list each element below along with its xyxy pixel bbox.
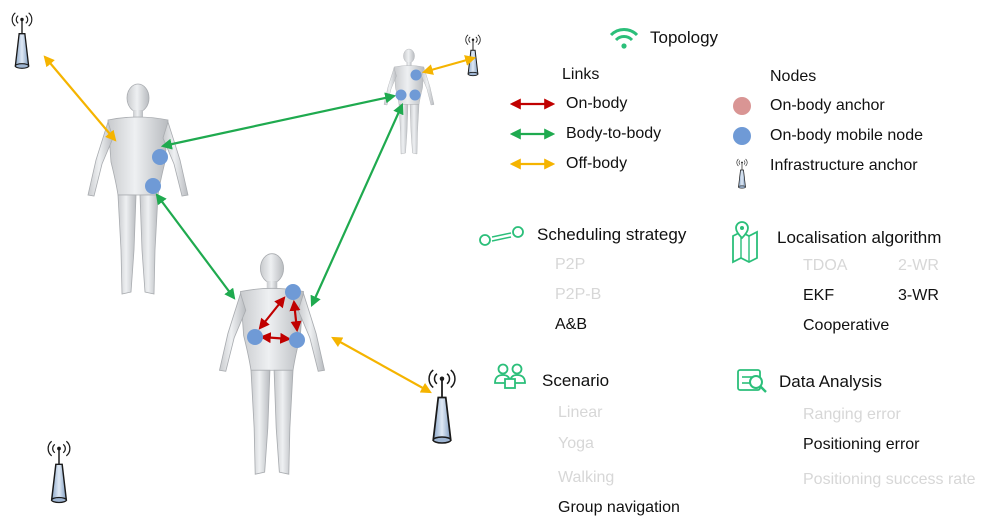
nodes-title: Nodes [770,68,817,85]
mobile-node [409,89,421,101]
legend-off-body-label: Off-body [566,155,628,172]
body-to-body-link [160,92,397,150]
scheduling-option: A&B [555,316,588,333]
antenna-icon [465,34,481,77]
legend-body-to-body-label: Body-to-body [566,125,662,142]
human-figure-top-right [383,48,435,155]
localisation-option: EKF [803,287,835,304]
body-to-body-link [310,102,404,308]
links-title: Links [562,66,600,83]
antenna-icon [736,158,748,189]
map-pin-icon [732,221,758,264]
data-analysis-icon [737,369,767,393]
scenario-option: Linear [558,404,603,421]
wifi-icon [609,28,639,49]
scenario-title: Scenario [542,371,610,390]
data-analysis-title: Data Analysis [779,372,882,391]
topology-title: Topology [650,28,719,47]
mobile-node [410,69,422,81]
mobile-node [145,178,161,194]
mobile-node [285,284,301,300]
mobile-node [289,332,305,348]
analysis-option: Ranging error [803,406,901,423]
scheduling-title: Scheduling strategy [537,225,687,244]
on-body-link [259,332,292,344]
off-body-link [43,55,117,142]
localisation-option: Cooperative [803,317,890,334]
localisation-title: Localisation algorithm [777,228,942,247]
on-body-link [258,296,286,330]
scenario-option: Walking [558,469,615,486]
localisation-option: TDOA [803,257,848,274]
mobile-node [247,329,263,345]
human-figure-center [218,253,326,475]
localisation-option: 3-WR [898,287,939,304]
antenna-icon [11,12,33,69]
group-icon [494,363,526,389]
schedule-icon [479,226,524,246]
analysis-option: Positioning success rate [803,471,976,488]
legend-mobile-node-label: On-body mobile node [770,127,923,144]
on-body-link [289,299,302,333]
legend-onbody-anchor-label: On-body anchor [770,97,885,114]
legend-mobile-node-dot [733,127,751,145]
legend-onbody-anchor-dot [733,97,751,115]
mobile-node [395,89,407,101]
legend-infrastructure-anchor-label: Infrastructure anchor [770,157,918,174]
scenario-option: Yoga [558,435,594,452]
scenario-option: Group navigation [558,499,680,516]
antenna-icon [428,369,456,444]
analysis-option: Positioning error [803,436,920,453]
localisation-option: 2-WR [898,257,939,274]
off-body-link [421,55,477,75]
body-to-body-link [155,193,236,300]
mobile-node [152,149,168,165]
legend-on-body-label: On-body [566,95,628,112]
human-figure-left [87,83,189,295]
antenna-icon [47,440,71,504]
off-body-link [331,336,432,394]
scheduling-option: P2P [555,256,586,273]
scheduling-option: P2P-B [555,286,602,303]
